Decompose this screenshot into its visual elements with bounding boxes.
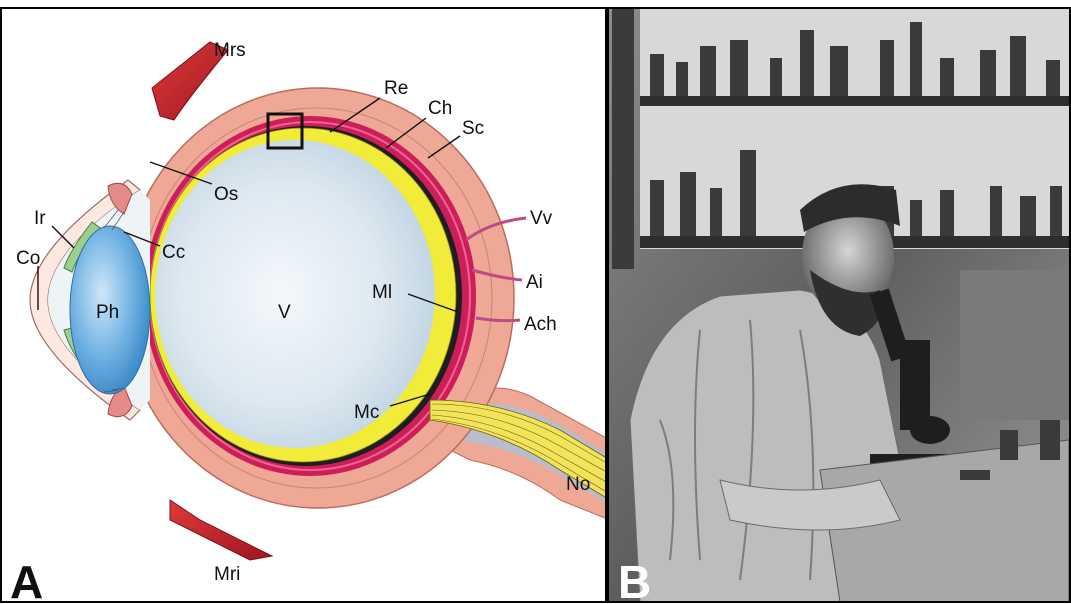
photo-cabinet [960,270,1069,420]
label-re: Re [384,78,408,99]
label-sc: Sc [462,118,484,139]
panel-a-letter: A [10,556,43,604]
label-ml: Ml [372,282,392,303]
photo-shelf-upper [640,96,1069,106]
label-co: Co [16,248,40,269]
label-vv: Vv [530,208,553,229]
label-mri: Mri [214,564,240,585]
panel-b-letter: B [618,556,651,604]
panel-a-eye-diagram: Mrs Re Ch Sc Os Ir Co Cc Ph V Vv Ai Ml A… [2,9,610,604]
photo-column [612,9,634,269]
label-ai: Ai [526,272,543,293]
label-no: No [566,474,590,495]
label-mc: Mc [354,402,379,423]
label-mrs: Mrs [214,40,246,61]
label-cc: Cc [162,242,185,263]
label-os: Os [214,184,238,205]
label-v: V [278,302,291,323]
label-ir: Ir [34,208,46,229]
vitreous-body [155,140,435,448]
label-ph: Ph [96,302,119,323]
label-ch: Ch [428,98,452,119]
label-ach: Ach [524,314,557,335]
panel-b-photograph: B [609,9,1069,604]
